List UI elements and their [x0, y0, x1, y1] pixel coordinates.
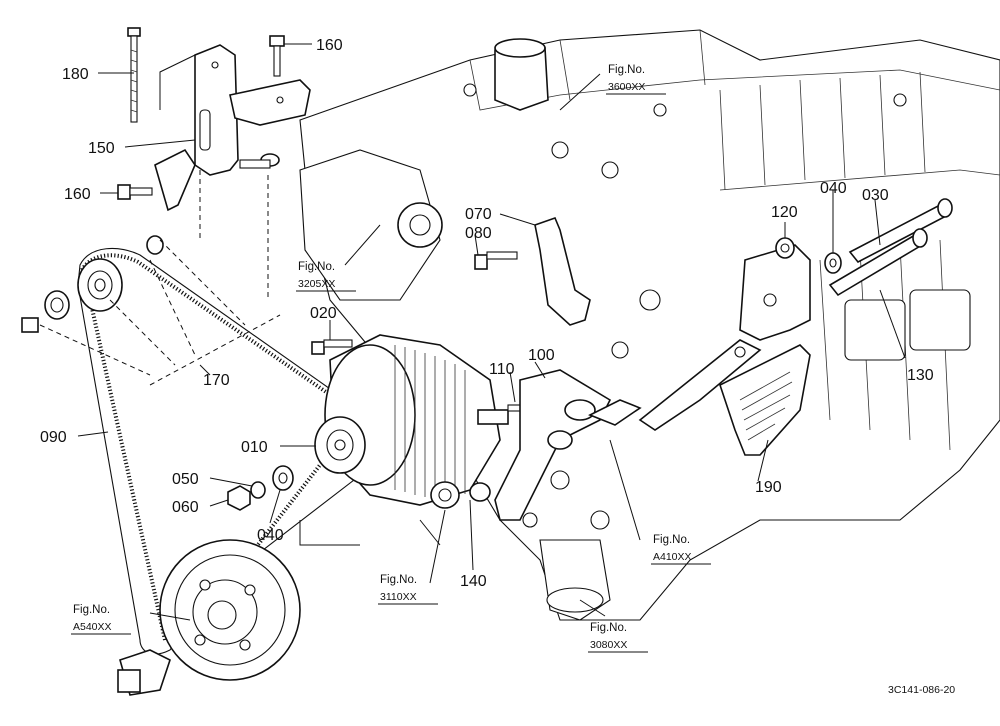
label-030: 030 [862, 187, 889, 204]
label-150: 150 [88, 140, 115, 157]
label-160-lower: 160 [64, 186, 91, 203]
svg-text:Fig.No.: Fig.No. [298, 261, 335, 273]
fig-ref-3600: Fig.No. 3600XX [606, 64, 666, 95]
alternator-010 [314, 334, 529, 509]
label-170: 170 [203, 372, 230, 389]
fig-ref-A410: Fig.No. A410XX [651, 534, 711, 565]
fig-ref-3205: Fig.No. 3205XX [296, 261, 356, 292]
spacer-120 [775, 237, 795, 259]
label-100: 100 [528, 347, 555, 364]
label-040-left: 040 [257, 527, 284, 544]
label-040-right: 040 [820, 180, 847, 197]
crank-pulley [117, 539, 301, 696]
label-130: 130 [907, 367, 934, 384]
label-070: 070 [465, 206, 492, 223]
svg-text:Fig.No.: Fig.No. [73, 604, 110, 616]
svg-text:Fig.No.: Fig.No. [380, 574, 417, 586]
alternator-bracket-100 [494, 369, 642, 521]
label-020: 020 [310, 305, 337, 322]
part-labels: 180 160 150 160 170 090 020 010 050 060 … [40, 37, 934, 590]
label-140: 140 [460, 573, 487, 590]
svg-text:3205XX: 3205XX [298, 278, 335, 290]
svg-text:3600XX: 3600XX [608, 81, 645, 93]
label-080: 080 [465, 225, 492, 242]
drawing-code: 3C141-086-20 [888, 684, 955, 696]
label-180: 180 [62, 66, 89, 83]
figure-references: Fig.No. 3600XX Fig.No. 3205XX Fig.No. 31… [71, 64, 711, 653]
bolt-160-lower [117, 184, 153, 200]
svg-text:Fig.No.: Fig.No. [653, 534, 690, 546]
bolt-130 [828, 228, 928, 297]
svg-text:3080XX: 3080XX [590, 639, 627, 651]
belt-guard-190 [719, 344, 811, 456]
label-120: 120 [771, 204, 798, 221]
tension-bracket [638, 244, 811, 431]
svg-text:3110XX: 3110XX [380, 591, 417, 603]
nut-washer-set [227, 465, 294, 511]
bolt-030 [848, 198, 953, 264]
label-190: 190 [755, 479, 782, 496]
bolt-180 [127, 27, 141, 123]
bracket-150 [154, 44, 311, 212]
fig-ref-3110: Fig.No. 3110XX [378, 574, 438, 605]
engine-block [299, 29, 1000, 621]
fig-ref-3080: Fig.No. 3080XX [588, 622, 648, 653]
idler-pulley [21, 235, 164, 333]
label-050: 050 [172, 471, 199, 488]
svg-text:Fig.No.: Fig.No. [608, 64, 645, 76]
bolt-080 [474, 251, 518, 270]
fig-ref-A540: Fig.No. A540XX [71, 604, 131, 635]
bracket-070 [534, 216, 591, 326]
svg-text:A410XX: A410XX [653, 551, 692, 563]
label-060: 060 [172, 499, 199, 516]
label-160-top: 160 [316, 37, 343, 54]
svg-text:Fig.No.: Fig.No. [590, 622, 627, 634]
bolt-160-top [269, 35, 285, 77]
washer-040-right [824, 252, 842, 274]
label-090: 090 [40, 429, 67, 446]
svg-text:A540XX: A540XX [73, 621, 112, 633]
label-110: 110 [489, 361, 515, 378]
leader-lines [39, 43, 906, 621]
bolt-020 [311, 339, 353, 355]
label-010: 010 [241, 439, 268, 456]
